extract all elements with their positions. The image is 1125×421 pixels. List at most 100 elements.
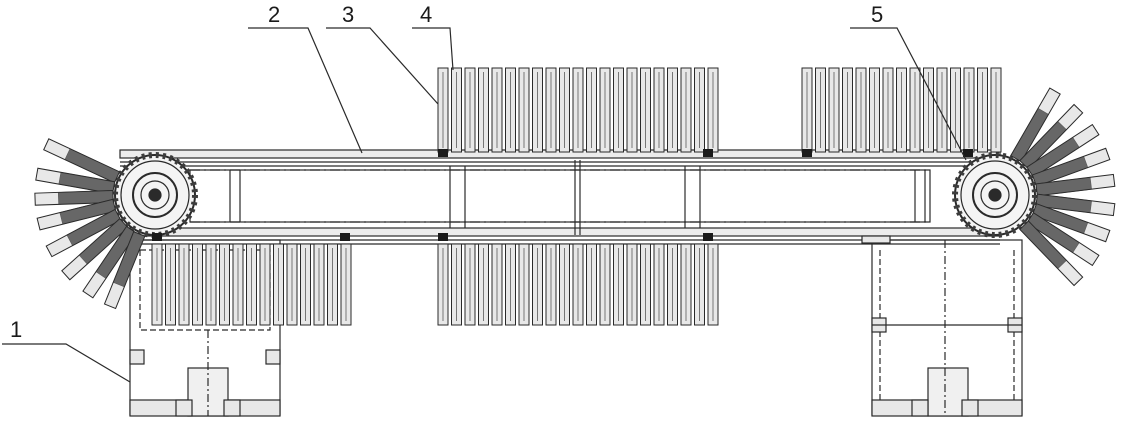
left-radial-slat [36, 198, 117, 231]
bottom-right-slat [707, 243, 719, 326]
conveyor-frame [119, 149, 1001, 245]
left-radial-slat [45, 208, 122, 258]
callout-3-label: 3 [342, 2, 354, 27]
top-right-slat [990, 67, 1002, 153]
top-right-slat [896, 67, 907, 153]
bottom-left-slat [259, 243, 271, 326]
bottom-right-slat [505, 243, 516, 326]
top-right-slat [963, 67, 975, 153]
bottom-left-slat [327, 243, 338, 326]
bottom-left-slat [151, 243, 163, 326]
top-left-slat [667, 67, 678, 153]
right-radial-slats [1010, 87, 1116, 287]
chain-block [340, 233, 350, 241]
left-radial-slat [82, 225, 138, 299]
chain-joint-blocks [152, 149, 973, 241]
bottom-right-slat [464, 243, 476, 326]
top-left-slat [640, 67, 651, 153]
callout-5-leader [850, 27, 967, 161]
top-left-slat [680, 67, 692, 153]
top-left-slat [545, 67, 557, 153]
top-right-slat-group [801, 67, 1002, 153]
bottom-right-slat [680, 243, 692, 326]
top-left-slat [653, 67, 665, 153]
callout-5-label: 5 [871, 2, 883, 27]
chain-block [802, 149, 812, 157]
top-right-slat [909, 67, 921, 153]
right-support-stand [861, 235, 1023, 417]
chain-block [152, 233, 162, 241]
bottom-left-slat-group [151, 243, 352, 326]
left-radial-slat [43, 138, 121, 184]
top-left-slat [437, 67, 449, 153]
top-left-slat [559, 67, 570, 153]
bottom-right-slat [599, 243, 611, 326]
bottom-left-slat [232, 243, 244, 326]
top-left-slat [613, 67, 624, 153]
bottom-right-slat [451, 243, 462, 326]
left-radial-slat [61, 217, 129, 281]
bottom-right-slat-group [437, 243, 719, 326]
bottom-right-slat [491, 243, 503, 326]
bottom-right-slat [545, 243, 557, 326]
callout-3-leader [326, 27, 439, 105]
top-left-slat [532, 67, 543, 153]
top-right-slat [923, 67, 934, 153]
callout-1-leader [2, 343, 131, 383]
bottom-right-slat [667, 243, 678, 326]
top-left-slat [491, 67, 503, 153]
right-radial-slat [1035, 193, 1116, 217]
right-radial-slat [1035, 173, 1116, 197]
top-left-slat [478, 67, 489, 153]
top-left-slat [626, 67, 638, 153]
bottom-left-slat [178, 243, 190, 326]
top-left-slat [694, 67, 705, 153]
left-sprocket [112, 152, 198, 238]
bottom-right-slat [532, 243, 543, 326]
bottom-left-slat [246, 243, 257, 326]
top-left-slat [451, 67, 462, 153]
right-radial-slat [1010, 87, 1061, 163]
bottom-right-slat [653, 243, 665, 326]
right-radial-slat [1026, 212, 1100, 267]
top-left-slat [505, 67, 516, 153]
top-left-slat-group [437, 67, 719, 153]
top-left-slat [518, 67, 530, 153]
right-radial-slat [1031, 203, 1111, 243]
callout-2-leader [248, 27, 363, 154]
right-sprocket [952, 152, 1038, 238]
top-left-slat [599, 67, 611, 153]
bottom-left-slat [313, 243, 325, 326]
callout-4-leader [412, 27, 454, 71]
chain-block [963, 149, 973, 157]
right-radial-slat [1026, 123, 1100, 178]
top-left-slat [572, 67, 584, 153]
chain-block [438, 149, 448, 157]
callout-2-label: 2 [268, 2, 280, 27]
bottom-right-slat [518, 243, 530, 326]
bottom-right-slat [694, 243, 705, 326]
bottom-left-slat [192, 243, 203, 326]
right-radial-slat [1019, 103, 1084, 170]
top-right-slat [950, 67, 961, 153]
bottom-left-slat [205, 243, 217, 326]
bottom-right-slat [640, 243, 651, 326]
bottom-left-slat [300, 243, 311, 326]
chain-block [703, 149, 713, 157]
bottom-left-slat [273, 243, 284, 326]
bottom-right-slat [572, 243, 584, 326]
bottom-right-slat [626, 243, 638, 326]
bottom-right-slat [478, 243, 489, 326]
bottom-right-slat [437, 243, 449, 326]
top-right-slat [977, 67, 988, 153]
top-right-slat [882, 67, 894, 153]
right-radial-slat [1019, 220, 1084, 287]
bottom-left-slat [286, 243, 298, 326]
right-radial-slat [1031, 147, 1111, 187]
top-right-slat [801, 67, 813, 153]
left-radial-slat [35, 167, 116, 195]
top-right-slat [815, 67, 826, 153]
left-radial-slats [34, 138, 146, 310]
top-right-slat [869, 67, 880, 153]
